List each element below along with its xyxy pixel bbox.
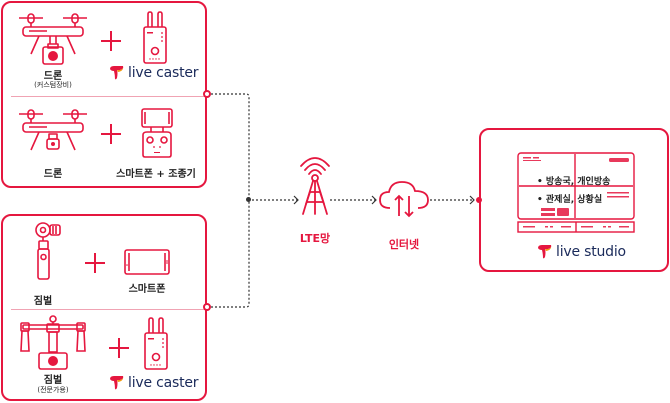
brand-text: live caster <box>128 65 199 81</box>
gimbal-panel-output-node <box>203 303 211 311</box>
brand-text: live caster <box>128 375 199 391</box>
live-studio-panel: • 방송국, 개인방송 • 관제실, 상황실 live studio <box>479 128 669 272</box>
arrow-to-lte <box>293 195 299 205</box>
handheld-gimbal-icon <box>35 222 61 280</box>
plus-icon <box>85 253 105 273</box>
device-label: 짐벌 <box>33 296 53 307</box>
internet-label: 인터넷 <box>388 238 420 251</box>
live-studio-brand: live studio <box>537 244 626 260</box>
device-sublabel: (전문가용) <box>37 386 69 394</box>
lte-label: LTE망 <box>299 232 331 245</box>
live-caster-brand: live caster <box>109 65 199 81</box>
drone-icon <box>19 109 87 151</box>
gimbal-source-panel: 짐벌 스마트폰 짐벌 (전문가용) <box>1 214 207 401</box>
smartphone-controller-icon <box>141 108 173 158</box>
drone-with-camera-icon <box>19 13 87 65</box>
partner-label: 스마트폰 + 조종기 <box>116 169 196 180</box>
pro-gimbal-icon <box>20 315 86 370</box>
screen-item: • 관제실, 상황실 <box>537 195 603 205</box>
live-caster-transmitter-icon <box>143 11 167 64</box>
t-logo-icon <box>110 66 124 80</box>
cell-tower-icon <box>300 157 330 215</box>
cloud-transfer-icon <box>379 181 429 218</box>
brand-text: live studio <box>556 244 626 260</box>
live-caster-brand: live caster <box>109 375 199 391</box>
smartphone-icon <box>124 249 170 275</box>
t-logo-icon <box>110 376 124 390</box>
screen-item: • 방송국, 개인방송 <box>537 177 611 187</box>
partner-label: 스마트폰 <box>128 284 166 295</box>
device-label: 짐벌 <box>43 375 63 386</box>
studio-input-node <box>476 197 482 203</box>
row-divider <box>11 96 205 97</box>
live-caster-transmitter-icon <box>144 317 168 370</box>
device-label: 드론 <box>43 71 63 82</box>
plus-icon <box>101 31 121 51</box>
row-divider <box>11 309 205 310</box>
device-sublabel: (커스텀장비) <box>34 81 72 89</box>
drone-panel-output-node <box>203 90 211 98</box>
connector-gimbal <box>207 200 250 308</box>
connector-drone <box>207 93 250 200</box>
arrow-to-internet <box>371 195 377 205</box>
studio-monitor-icon <box>517 152 635 233</box>
plus-icon <box>109 338 129 358</box>
arrow-to-studio <box>469 195 475 205</box>
t-logo-icon <box>538 245 552 259</box>
drone-source-panel: 드론 (커스텀장비) live caster 드론 <box>1 1 207 188</box>
junction-dot <box>246 197 251 202</box>
plus-icon <box>101 124 121 144</box>
device-label: 드론 <box>43 169 63 180</box>
